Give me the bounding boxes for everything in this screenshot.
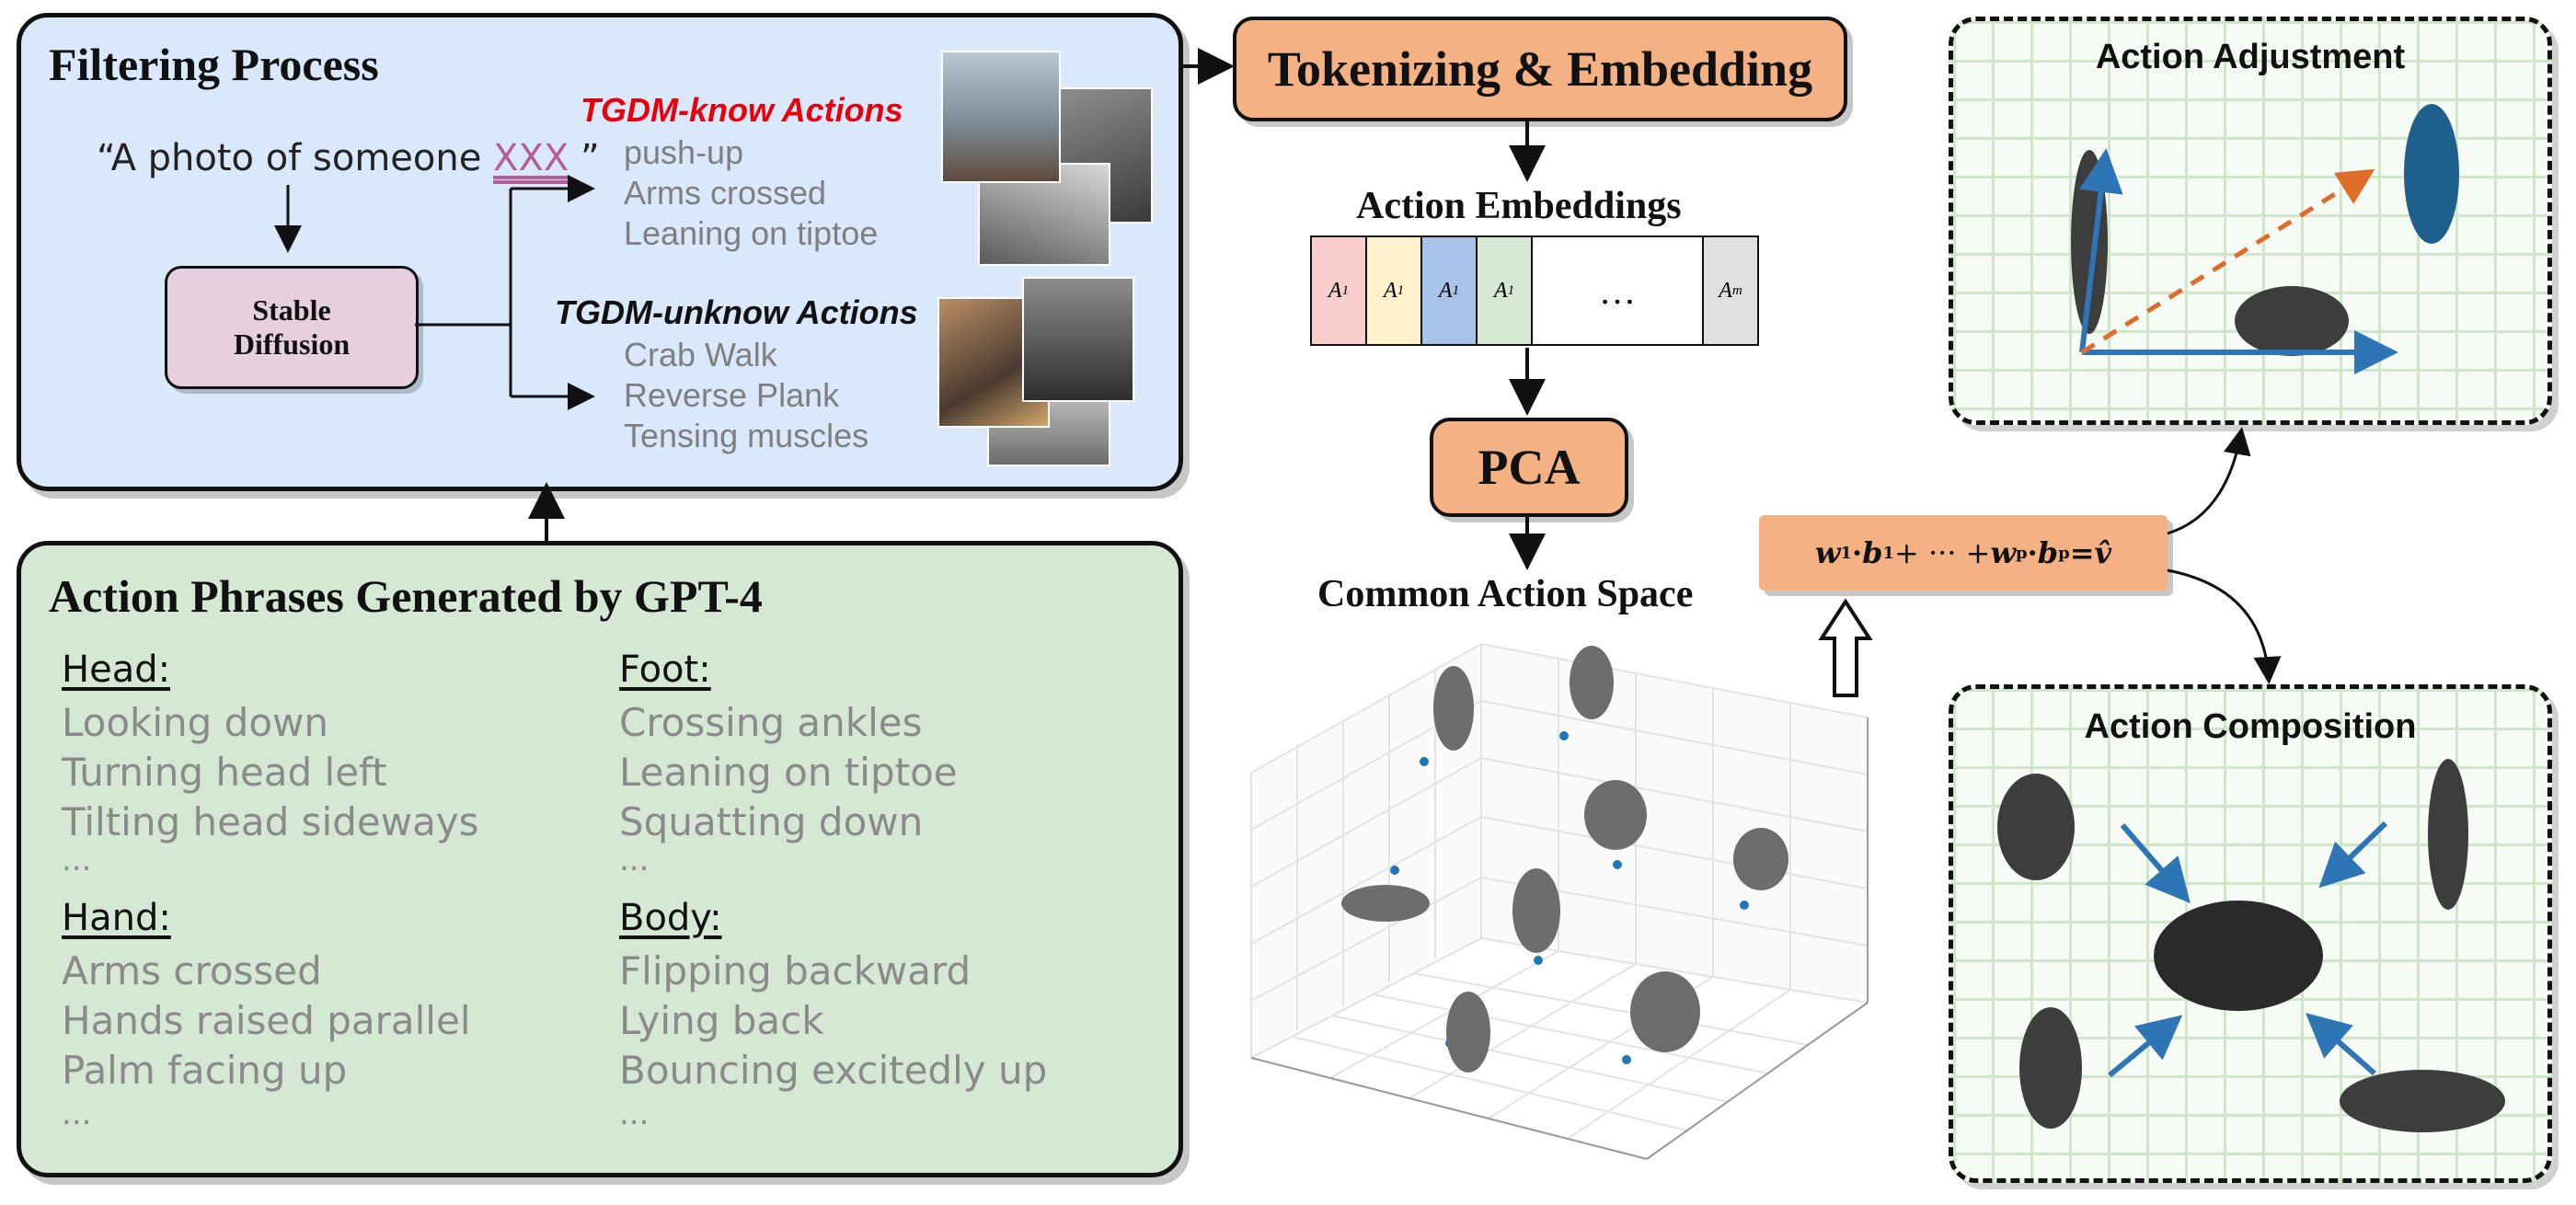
- unknown-item-1: Crab Walk: [624, 336, 777, 373]
- foot-item-4: ...: [619, 842, 650, 878]
- head-label: Head:: [62, 648, 171, 691]
- sd-line1: Stable: [252, 293, 331, 327]
- phrases-title: Action Phrases Generated by GPT-4: [49, 570, 763, 622]
- adjustment-title: Action Adjustment: [2095, 38, 2406, 76]
- stable-diffusion-box: Stable Diffusion: [165, 266, 419, 389]
- common-action-space-title: Common Action Space: [1317, 573, 1694, 615]
- filtering-title: Filtering Process: [49, 39, 379, 90]
- tokenizing-embedding-box: Tokenizing & Embedding: [1233, 17, 1847, 121]
- prompt-suffix: ”: [569, 137, 600, 179]
- head-item-3: Tilting head sideways: [62, 799, 479, 844]
- body-label: Body:: [619, 897, 722, 939]
- embedding-cell: …: [1533, 237, 1704, 344]
- body-item-2: Lying back: [619, 998, 824, 1043]
- filtering-process-panel: Filtering Process “A photo of someone XX…: [17, 13, 1183, 491]
- sd-line2: Diffusion: [233, 327, 351, 361]
- hand-item-4: ...: [62, 1096, 92, 1132]
- body-item-4: ...: [619, 1096, 650, 1132]
- person-figure: [1997, 759, 2505, 1132]
- head-item-4: ...: [62, 842, 92, 878]
- hand-item-2: Hands raised parallel: [62, 998, 471, 1043]
- action-phrases-panel: Action Phrases Generated by GPT-4 Head: …: [17, 541, 1183, 1177]
- adjustment-diagram: [2071, 104, 2459, 374]
- prompt-text: “A photo of someone XXX ”: [97, 137, 600, 179]
- foot-item-1: Crossing ankles: [619, 700, 923, 745]
- hand-item-1: Arms crossed: [62, 948, 322, 993]
- body-item-1: Flipping backward: [619, 948, 972, 993]
- hand-label: Hand:: [62, 897, 171, 939]
- unknown-item-3: Tensing muscles: [624, 417, 869, 454]
- prompt-prefix: “A photo of someone: [97, 137, 494, 179]
- person-figure: [1341, 646, 1788, 1073]
- known-item-3: Leaning on tiptoe: [624, 214, 879, 252]
- unknown-item-2: Reverse Plank: [624, 376, 840, 414]
- composition-title: Action Composition: [2084, 707, 2417, 746]
- action-composition-panel: Action Composition: [1949, 684, 2552, 1183]
- action-adjustment-panel: Action Adjustment: [1949, 17, 2552, 425]
- foot-item-3: Squatting down: [619, 799, 924, 844]
- filtering-arrows: [274, 175, 595, 410]
- hollow-up-arrow: [1818, 598, 1873, 697]
- common-action-space-plot: [1250, 642, 1869, 1160]
- known-item-2: Arms crossed: [624, 174, 827, 212]
- hand-item-3: Palm facing up: [62, 1048, 348, 1093]
- photo-thumbnail: [1022, 277, 1134, 402]
- head-item-2: Turning head left: [62, 750, 387, 795]
- foot-item-2: Leaning on tiptoe: [619, 750, 958, 795]
- embeddings-title: Action Embeddings: [1356, 185, 1682, 227]
- body-item-3: Bouncing excitedly up: [619, 1048, 1048, 1093]
- known-actions-title: TGDM-know Actions: [581, 91, 903, 129]
- composition-diagram: [1997, 759, 2505, 1132]
- prompt-placeholder: XXX: [493, 137, 569, 179]
- foot-label: Foot:: [619, 648, 711, 691]
- head-item-1: Looking down: [62, 700, 329, 745]
- known-item-1: push-up: [624, 133, 744, 171]
- photo-thumbnail: [941, 51, 1061, 183]
- unknown-actions-title: TGDM-unknow Actions: [555, 293, 918, 331]
